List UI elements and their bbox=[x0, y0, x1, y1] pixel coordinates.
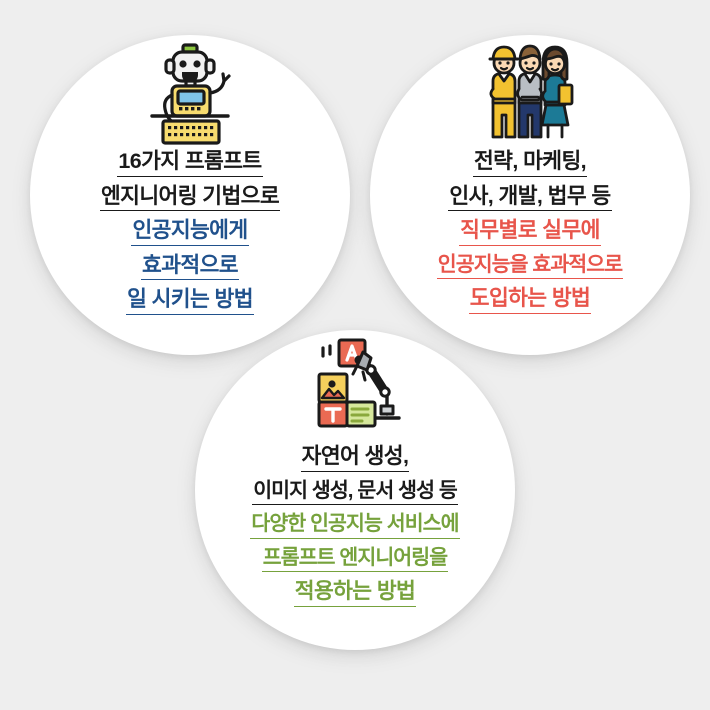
card-line: 전략, 마케팅, bbox=[472, 147, 588, 177]
card-line: 효과적으로 bbox=[141, 251, 239, 280]
card-line: 도입하는 방법 bbox=[468, 284, 592, 314]
card-job-functions[interactable]: 전략, 마케팅, 인사, 개발, 법무 등 직무별로 실무에 인공지능을 효과적… bbox=[370, 35, 690, 355]
card-line: 16가지 프롬프트 bbox=[117, 147, 263, 177]
card-text-block: 자연어 생성, 이미지 생성, 문서 생성 등 다양한 인공지능 서비스에 프롬… bbox=[195, 442, 515, 612]
card-line: 적용하는 방법 bbox=[293, 577, 417, 607]
card-line: 인공지능을 효과적으로 bbox=[436, 251, 624, 279]
card-line: 엔지니어링 기법으로 bbox=[100, 182, 280, 211]
card-line: 이미지 생성, 문서 생성 등 bbox=[252, 477, 458, 505]
card-line: 일 시키는 방법 bbox=[126, 285, 254, 315]
card-line: 프롬프트 엔지니어링을 bbox=[261, 544, 449, 572]
card-line: 인공지능에게 bbox=[131, 216, 249, 246]
card-line: 다양한 인공지능 서비스에 bbox=[250, 510, 460, 539]
robot-arm-blocks-icon bbox=[195, 330, 515, 442]
card-line: 자연어 생성, bbox=[300, 442, 410, 472]
card-ai-services[interactable]: 자연어 생성, 이미지 생성, 문서 생성 등 다양한 인공지능 서비스에 프롬… bbox=[195, 330, 515, 650]
card-text-block: 전략, 마케팅, 인사, 개발, 법무 등 직무별로 실무에 인공지능을 효과적… bbox=[370, 147, 690, 319]
card-text-block: 16가지 프롬프트 엔지니어링 기법으로 인공지능에게 효과적으로 일 시키는 … bbox=[30, 147, 350, 320]
card-line: 인사, 개발, 법무 등 bbox=[448, 182, 612, 211]
robot-at-keyboard-icon bbox=[30, 35, 350, 147]
three-workers-icon bbox=[370, 35, 690, 147]
card-line: 직무별로 실무에 bbox=[459, 216, 601, 246]
card-prompt-engineering[interactable]: 16가지 프롬프트 엔지니어링 기법으로 인공지능에게 효과적으로 일 시키는 … bbox=[30, 35, 350, 355]
